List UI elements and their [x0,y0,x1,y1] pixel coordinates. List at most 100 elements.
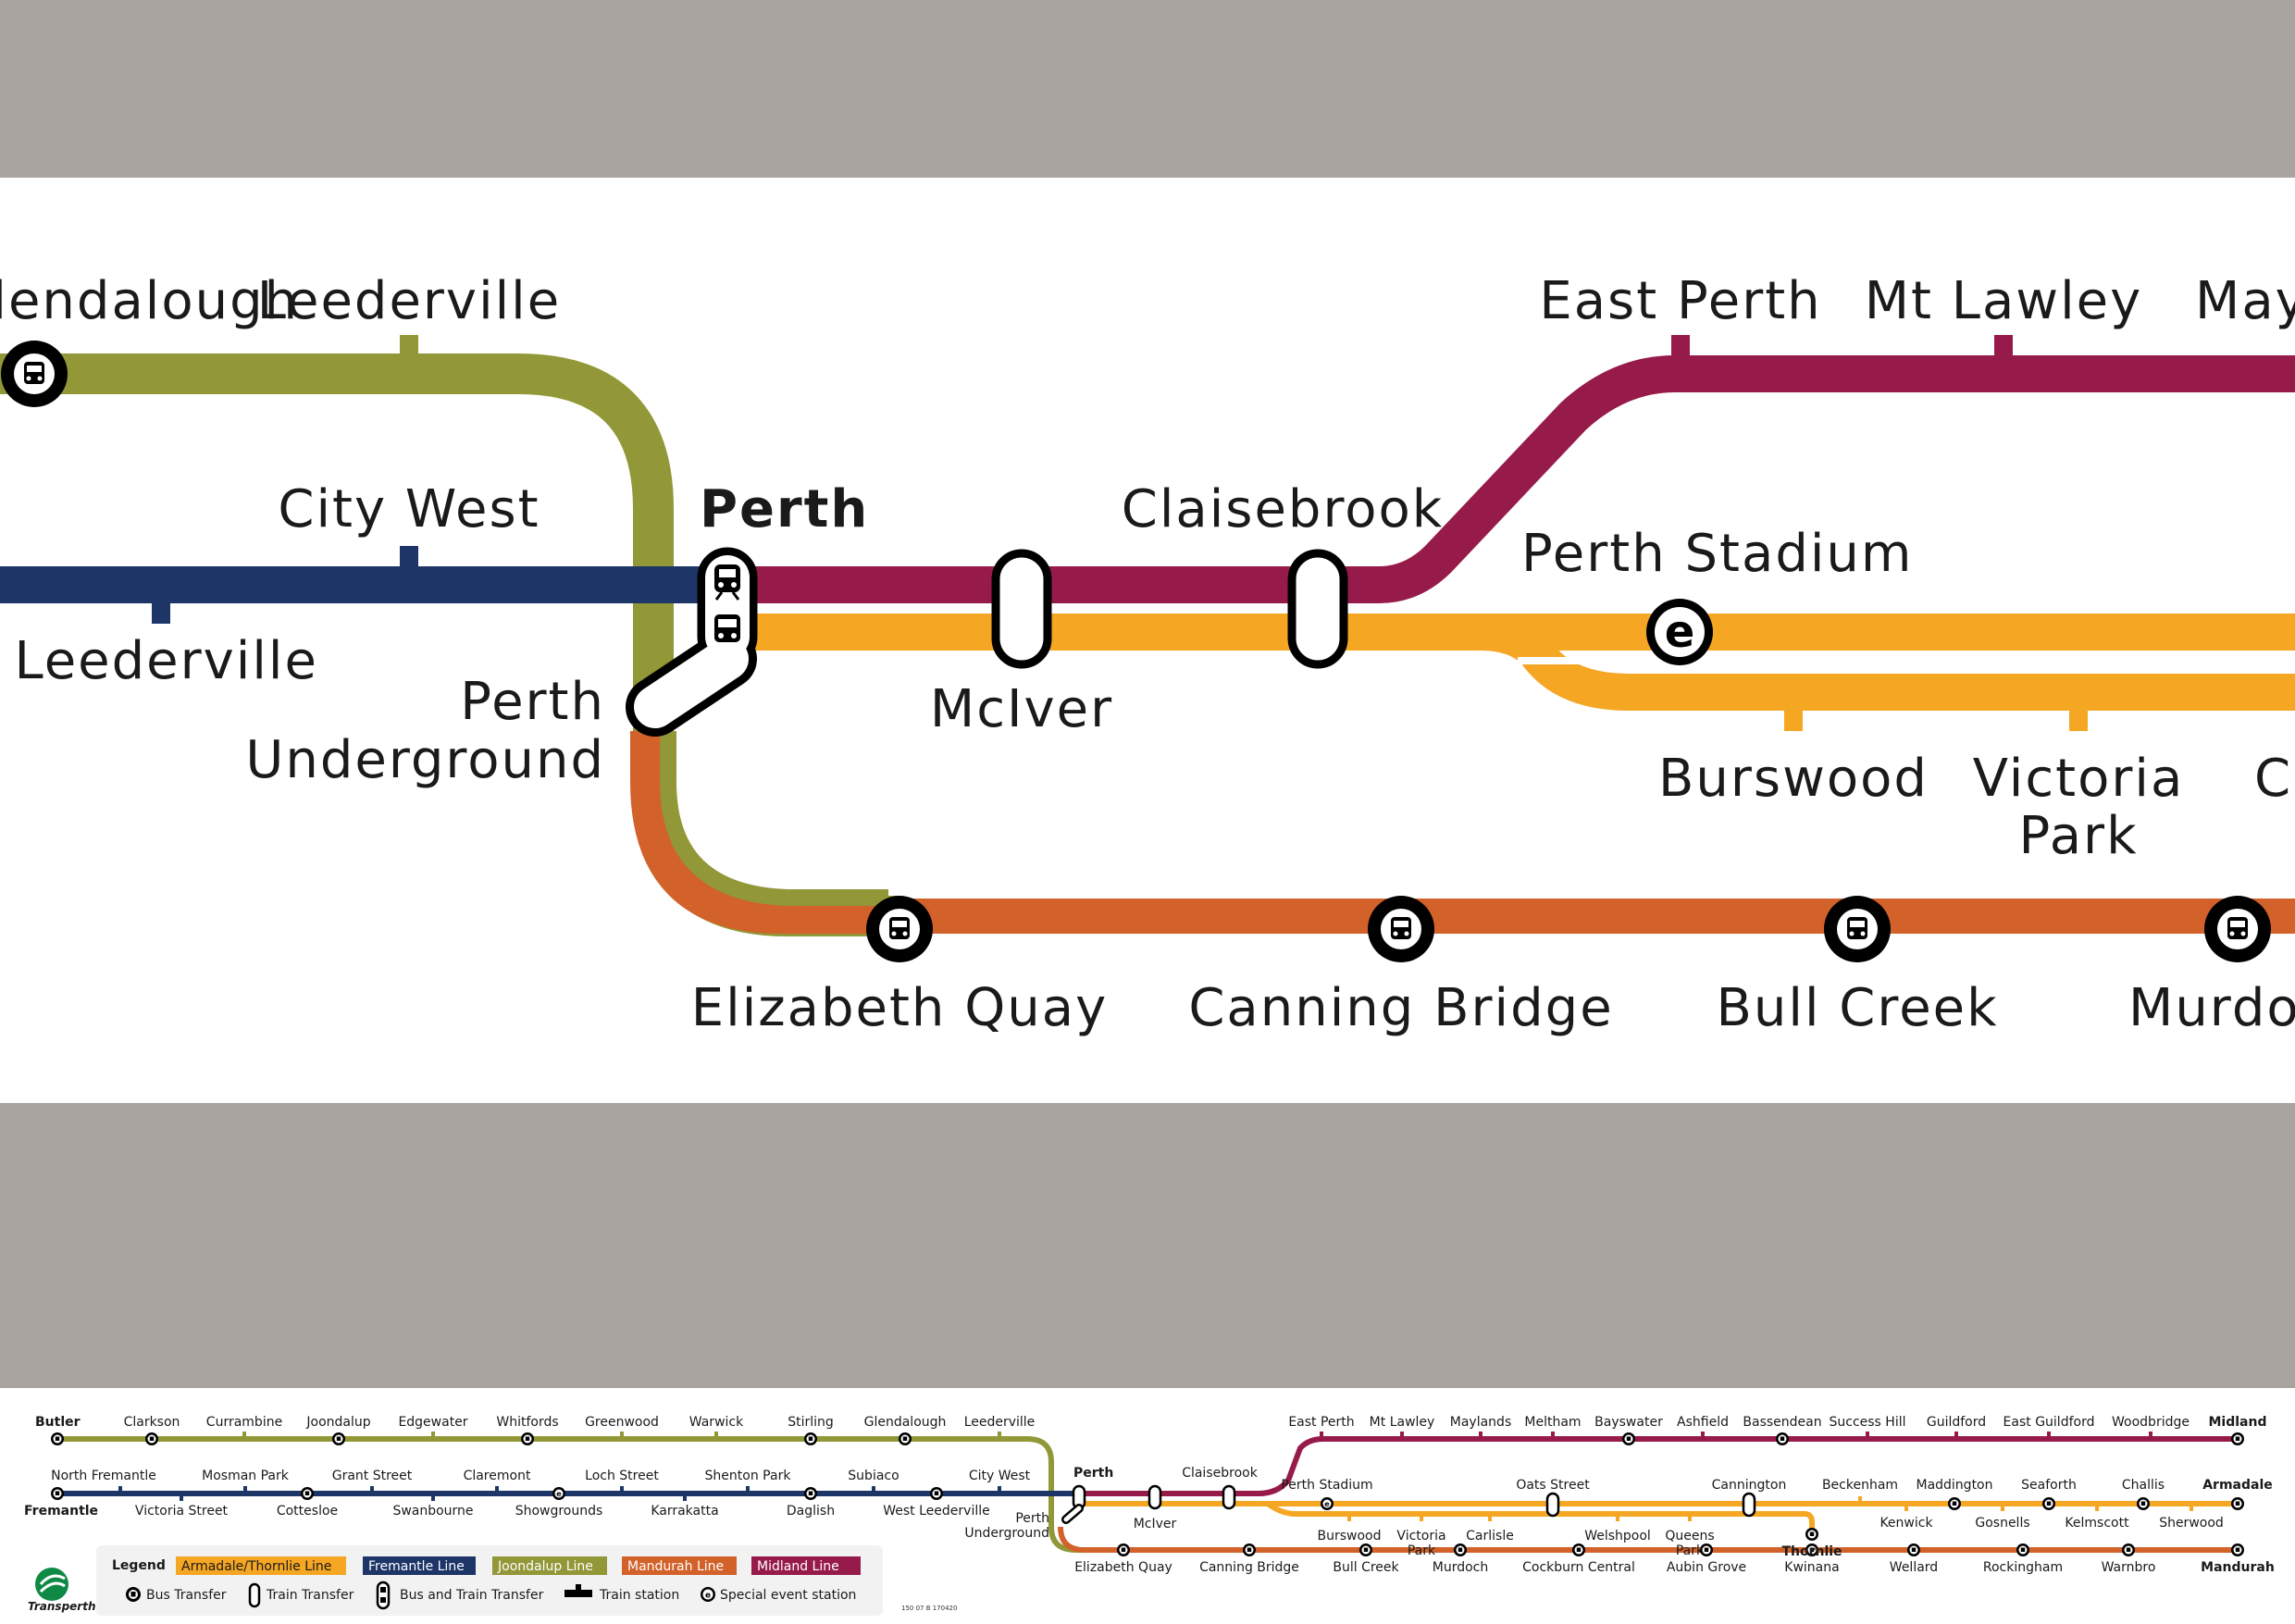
overview-label-gosnells-9: Gosnells [1975,1516,2029,1531]
overview-label-showgrounds: Showgrounds [515,1504,603,1519]
overview-label-leederville: Leederville [964,1415,1036,1430]
tick-burswood [1784,709,1803,731]
overview-station-tick [2149,1432,2152,1437]
top-grey-band [0,0,2295,178]
overview-station-tick [1551,1432,1555,1437]
zoomed-network-map: e Glendalough Leederville City West West… [0,271,2295,1038]
overview-station-tick [746,1486,750,1492]
overview-label-wellard: Wellard [1890,1560,1938,1575]
overview-special-event-icon: e [1321,1497,1334,1510]
overview-station-tick [620,1486,624,1492]
overview-label-perth: Perth [1073,1466,1113,1481]
overview-station-tick [242,1432,246,1437]
overview-station-tick [1866,1432,1869,1437]
overview-label-kenwick-8: Kenwick [1879,1516,1933,1531]
overview-mciver-capsule [1148,1484,1162,1510]
tick-leederville [400,335,418,355]
transperth-wordmark: Transperth [28,1600,96,1613]
overview-bus-transfer-icon [804,1487,817,1500]
overview-station-tick [1400,1432,1404,1437]
overview-label-woodbridge: Woodbridge [2112,1415,2190,1430]
tick-victoria-park [2069,709,2088,731]
overview-station-tick [714,1432,718,1437]
overview-label-greenwood: Greenwood [585,1415,659,1430]
overview-station-tick [1420,1516,1423,1521]
overview-label-kelmscott-10: Kelmscott [2065,1516,2129,1531]
overview-label-mosman-park: Mosman Park [202,1469,290,1483]
train-icon [714,564,740,601]
overview-bus-transfer-icon [2231,1543,2244,1556]
overview-station-tick [683,1495,687,1501]
legend-box [96,1545,883,1616]
overview-label-glendalough: Glendalough [864,1415,947,1430]
bus-transfer-icon [1824,896,1891,962]
station-label-canning-bridge: Canning Bridge [1188,978,1613,1038]
overview-label-welshpool-4: Welshpool [1584,1529,1651,1543]
overview-station-tick [998,1432,1001,1437]
station-label-perth: Perth [700,479,869,539]
overview-station-tick [1479,1432,1482,1437]
legend-chip-fremantle [363,1556,476,1575]
bus-transfer-icon [2204,896,2271,962]
overview-bus-transfer-icon [2016,1543,2029,1556]
overview-bus-transfer-icon [2231,1497,2244,1510]
station-label-glendalough: Glendalough [0,271,299,331]
overview-bus-transfer-icon [1359,1543,1372,1556]
legend-bus-icon [126,1587,141,1602]
overview-label-fremantle: Fremantle [24,1504,98,1519]
overview-label-cannington: Cannington [1712,1478,1787,1493]
overview-bus-transfer-icon [1948,1497,1961,1510]
station-label-perth-stadium: Perth Stadium [1521,524,1913,584]
station-label-perth-underground-1: Perth [460,672,605,732]
bus-transfer-icon [1368,896,1434,962]
svg-text:e: e [705,1592,711,1601]
bus-transfer-icon [1,341,68,407]
overview-station-tick [370,1486,374,1492]
overview-label-aubin-grove: Aubin Grove [1667,1560,1746,1575]
overview-bus-transfer-icon [1805,1543,1818,1556]
overview-label-thornlie-7: Thornlie [1781,1544,1842,1559]
overview-perth-underground-link-inner [1063,1506,1082,1522]
overview-bus-transfer-icon [332,1432,345,1445]
middle-grey-band [0,1103,2295,1388]
overview-label-oats-street: Oats Street [1516,1478,1590,1493]
overview-label-warnbro: Warnbro [2102,1560,2156,1575]
overview-label-perth-underground-2: Underground [964,1526,1049,1541]
overview-bus-transfer-icon [1700,1543,1713,1556]
overview-bus-transfer-icon [804,1432,817,1445]
overview-label-guildford: Guildford [1927,1415,1986,1430]
overview-bus-transfer-icon [51,1432,64,1445]
overview-label-warwick: Warwick [689,1415,744,1430]
overview-label-butler: Butler [35,1415,81,1430]
mciver-train-transfer-icon [991,549,1052,669]
overview-station-tick [2190,1506,2193,1511]
svg-text:e: e [556,1490,562,1498]
station-label-victoria-park-1: Victoria [1973,749,2185,809]
overview-thornlie-branch [1266,1501,1815,1534]
overview-label-mandurah: Mandurah [2201,1560,2275,1575]
overview-label-victoria-1: Victoria [1396,1529,1445,1543]
overview-label-shenton-park: Shenton Park [705,1469,792,1483]
overview-label-bayswater: Bayswater [1594,1415,1663,1430]
joondalup-line-overlay [660,731,888,906]
legend-label-armadale: Armadale/Thornlie Line [181,1559,331,1574]
overview-label-swanbourne: Swanbourne [392,1504,473,1519]
special-event-icon: e [1646,599,1713,665]
svg-text:e: e [1665,606,1695,658]
midland-line [731,355,2295,603]
mandurah-line [630,731,2295,934]
overview-station-tick [1616,1516,1619,1521]
overview-label-armadale: Armadale [2202,1478,2273,1493]
overview-label-ashfield: Ashfield [1677,1415,1729,1430]
overview-station-tick [243,1486,247,1492]
overview-mandurah-line [1058,1526,2238,1553]
overview-bus-transfer-icon [2137,1497,2150,1510]
overview-cannington-capsule [1742,1492,1756,1518]
overview-bus-transfer-icon [2122,1543,2135,1556]
tick-mt-lawley [1994,335,2013,355]
overview-station-tick [998,1486,1001,1492]
overview-bus-transfer-icon [1454,1543,1467,1556]
overview-bus-transfer-icon [1622,1432,1635,1445]
legend-train-station-icon [564,1584,592,1597]
overview-station-tick [1858,1496,1862,1502]
